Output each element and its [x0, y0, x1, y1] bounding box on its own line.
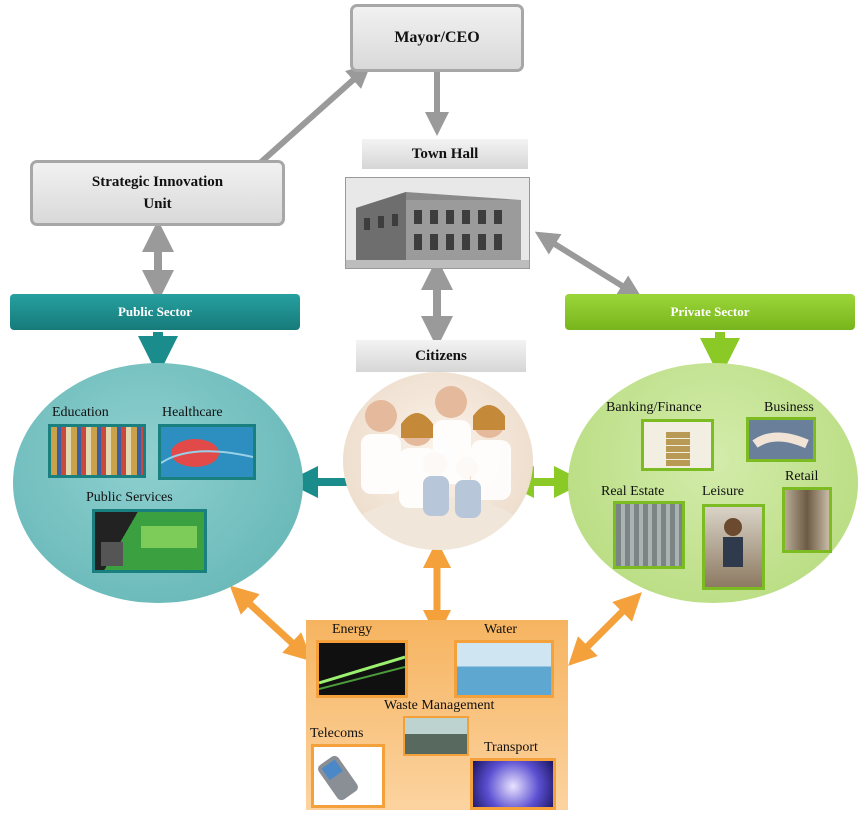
- bus-icon: [101, 526, 197, 566]
- education-photo: [48, 424, 146, 478]
- transport-photo: [470, 758, 556, 810]
- real-estate-caption: Real Estate: [601, 484, 665, 499]
- public-services-caption: Public Services: [86, 490, 173, 505]
- business-caption: Business: [764, 400, 814, 415]
- private-sector-label: Private Sector: [670, 304, 750, 319]
- education-caption: Education: [52, 405, 109, 420]
- building-icon: [346, 178, 529, 268]
- energy-photo: [316, 640, 408, 698]
- waste-management-caption: Waste Management: [384, 698, 495, 713]
- energy-beam-icon: [319, 655, 405, 690]
- coins-icon: [666, 432, 690, 466]
- healthcare-photo: [158, 424, 256, 480]
- retail-photo: [782, 487, 832, 553]
- strategic-innovation-box: Strategic Innovation Unit: [30, 160, 285, 226]
- public-sector-label: Public Sector: [117, 304, 192, 319]
- arrow-public-utilities: [229, 585, 313, 662]
- water-photo: [454, 640, 554, 698]
- real-estate-photo: [613, 501, 685, 569]
- strategic-innovation-label: Strategic Innovation Unit: [91, 174, 224, 212]
- business-photo: [746, 417, 816, 462]
- banking-caption: Banking/Finance: [606, 400, 702, 415]
- waste-management-photo: [403, 716, 469, 756]
- town-hall-label: Town Hall: [411, 145, 479, 162]
- leisure-photo: [702, 504, 765, 590]
- leisure-caption: Leisure: [702, 484, 744, 499]
- telecoms-photo: [311, 744, 385, 808]
- transport-caption: Transport: [484, 740, 538, 755]
- telecoms-caption: Telecoms: [310, 726, 364, 741]
- retail-caption: Retail: [785, 469, 819, 484]
- banking-photo: [641, 419, 714, 471]
- arrow-private-utilities: [568, 592, 642, 666]
- arrow-townhall-private: [534, 231, 643, 299]
- citizens-family-photo: [343, 372, 533, 550]
- person-icon: [723, 518, 743, 567]
- public-sector-banner: Public Sector: [10, 294, 300, 330]
- family-icon: [343, 386, 533, 550]
- citizens-label: Citizens: [415, 347, 467, 364]
- heart-icon: [161, 439, 253, 467]
- mayor-box: Mayor/CEO: [350, 4, 524, 72]
- energy-caption: Energy: [332, 622, 373, 637]
- citizens-label-box: Citizens: [356, 340, 526, 372]
- town-hall-image: [345, 177, 530, 269]
- mayor-label: Mayor/CEO: [394, 29, 480, 46]
- healthcare-caption: Healthcare: [162, 405, 223, 420]
- water-caption: Water: [484, 622, 518, 637]
- town-hall-label-box: Town Hall: [362, 139, 528, 169]
- handshake-icon: [752, 432, 809, 449]
- private-sector-banner: Private Sector: [565, 294, 855, 330]
- phone-icon: [318, 755, 358, 801]
- public-services-photo: [92, 509, 207, 573]
